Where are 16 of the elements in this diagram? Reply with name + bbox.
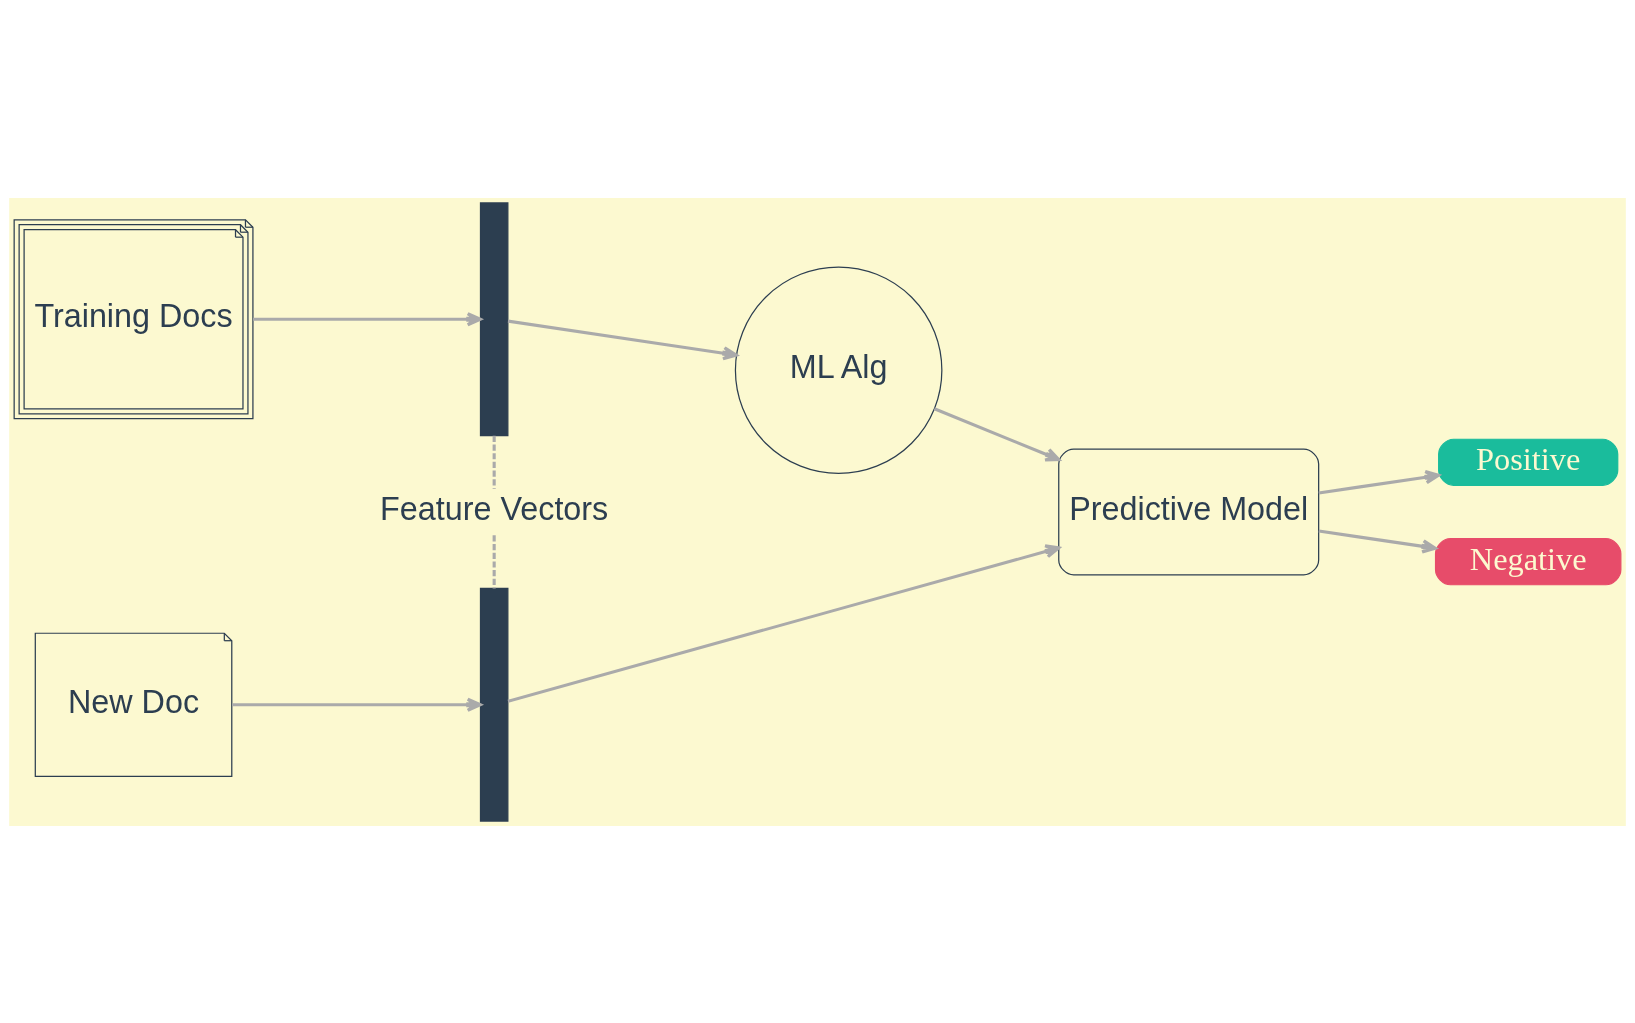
arrow [1318, 469, 1440, 495]
node-bar [479, 587, 509, 822]
connector [492, 435, 496, 489]
node-box: Predictive Model [1058, 448, 1320, 575]
node-box: Negative [1434, 537, 1622, 585]
arrow [232, 697, 482, 712]
arrow [1318, 528, 1437, 553]
arrow [253, 311, 482, 326]
node-circle: ML Alg [734, 265, 943, 474]
connector [492, 534, 496, 588]
arrow [507, 319, 738, 360]
node-bar [479, 201, 509, 436]
node-text: Feature Vectors [380, 490, 609, 527]
arrow [933, 406, 1061, 462]
node-box: Positive [1438, 438, 1619, 486]
arrow [507, 543, 1061, 703]
